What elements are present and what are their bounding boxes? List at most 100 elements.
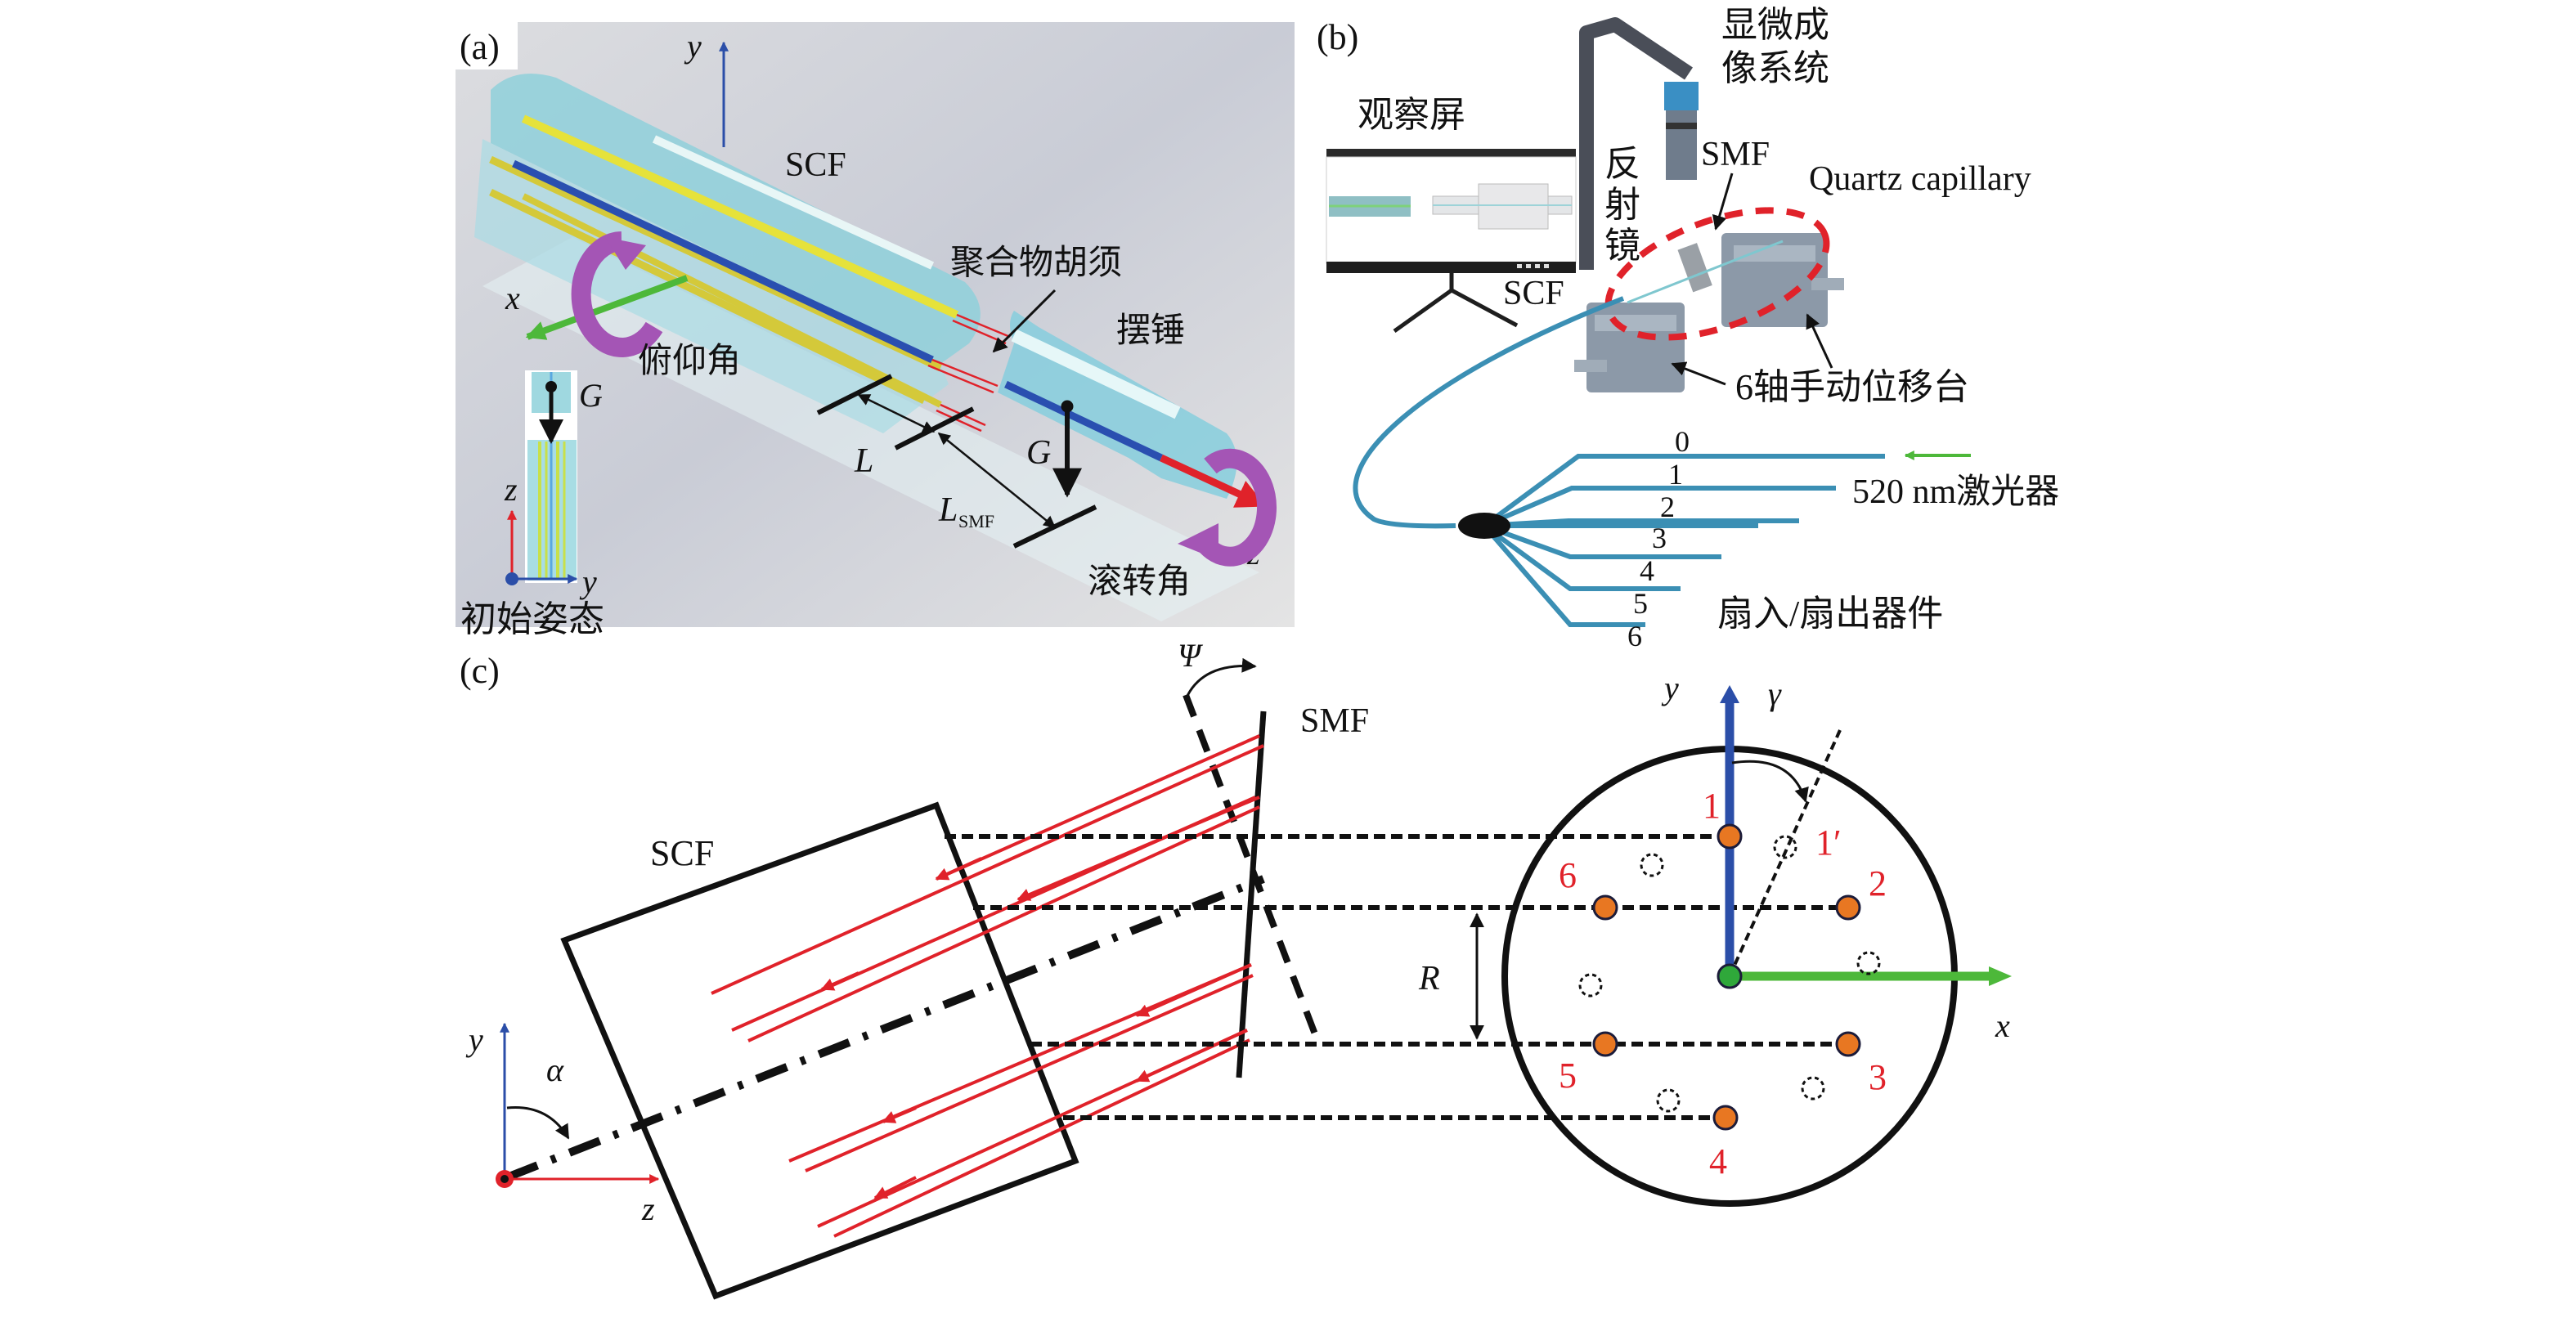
mirror-label-3: 镜 [1604, 226, 1640, 266]
gamma-angle-arrow [1731, 760, 1809, 803]
core-5 [1592, 1031, 1618, 1057]
cross-axis-y-label: y [1661, 670, 1679, 706]
stage-label: 6轴手动位移台 [1735, 367, 1969, 407]
microscope-label-1: 显微成 [1721, 5, 1829, 45]
cores [1592, 823, 1861, 1131]
stage-pointer-left [1671, 361, 1726, 386]
port-2: 2 [1660, 491, 1675, 523]
port-0: 0 [1675, 425, 1690, 458]
focus-region-ellipse [1604, 207, 1830, 341]
microscope-label-2: 像系统 [1721, 48, 1829, 88]
stage-left [1574, 303, 1685, 392]
left-origin-center [500, 1175, 509, 1183]
core-label-4: 4 [1709, 1141, 1727, 1181]
roll-label: 滚转角 [1088, 563, 1191, 601]
panel-a-label: (a) [460, 27, 500, 67]
rotated-axis [1728, 729, 1842, 977]
panel-b-label: (b) [1317, 17, 1358, 57]
psi-label: Ψ [1178, 637, 1204, 674]
scf-cores [489, 114, 959, 408]
port-5: 5 [1633, 587, 1648, 620]
rotated-core-label: 1′ [1815, 823, 1842, 863]
inset-axis-y-label: y [579, 563, 597, 600]
port-4: 4 [1640, 554, 1654, 587]
fiber-axis [505, 875, 1265, 1181]
screen-label: 观察屏 [1358, 95, 1465, 135]
core-2 [1835, 894, 1861, 921]
inset-axis-z-label: z [504, 471, 518, 508]
smf-length-label: L [938, 491, 958, 529]
rotated-cores [1578, 835, 1881, 1113]
mirror-label-2: 射 [1604, 185, 1640, 225]
roll-rotation-icon [1193, 448, 1277, 567]
pendulum [998, 311, 1267, 509]
smf-end-face [1236, 711, 1267, 1078]
pitch-arrowhead-icon [605, 237, 646, 270]
core-label-3: 3 [1869, 1057, 1887, 1097]
left-axis-z-label: z [641, 1190, 655, 1227]
port-6: 6 [1627, 620, 1642, 652]
initial-attitude-inset [505, 370, 578, 585]
smf-length-subscript: SMF [958, 511, 994, 531]
fanout-label: 扇入/扇出器件 [1717, 594, 1943, 634]
alpha-label: α [546, 1051, 564, 1088]
panel-b: (b) 观察屏 反 射 镜 显微成 像系统 SMF Quartz capil [1317, 5, 2059, 652]
cross-axis-x-label: x [1995, 1007, 2010, 1044]
alpha-angle-arrow [506, 1105, 570, 1140]
axis-x-label: x [505, 280, 520, 316]
light-beams-c [711, 734, 1264, 1238]
smf-rotated-reference [1183, 693, 1320, 1040]
microscope-stand [1579, 17, 1699, 270]
scf-end-face [560, 801, 1079, 1300]
fanout-device [1353, 296, 1885, 627]
pitch-rotation-icon [571, 231, 663, 357]
gap-length-label: L [854, 442, 873, 480]
gravity-label: G [1026, 434, 1051, 472]
core-6 [1592, 894, 1618, 921]
dimension-lines [816, 374, 1097, 549]
port-1: 1 [1668, 458, 1683, 491]
core-3 [1835, 1031, 1861, 1057]
cross-axis-x-arrowhead [1989, 966, 2012, 986]
cross-axis-y-arrowhead [1720, 685, 1739, 703]
axis-y-label: y [684, 28, 702, 65]
panel-c-label: (c) [460, 651, 500, 691]
pitch-label: 俯仰角 [638, 342, 741, 380]
scf-label-c: SCF [650, 833, 714, 873]
inset-gravity-label: G [579, 377, 603, 414]
radius-label: R [1418, 960, 1440, 997]
whisker-label: 聚合物胡须 [950, 244, 1122, 282]
stage-pointer-right [1806, 313, 1833, 369]
fanout-junction [1458, 513, 1510, 539]
whisker-pointer [992, 289, 1057, 353]
smf-label-c: SMF [1300, 702, 1369, 740]
smf-pointer [1712, 173, 1734, 231]
core-label-2: 2 [1869, 863, 1887, 903]
core-4 [1712, 1105, 1739, 1131]
panel-a: (a) [456, 22, 1295, 639]
left-axis-y-label: y [465, 1021, 483, 1058]
capillary-label: Quartz capillary [1809, 160, 2031, 198]
psi-angle-arrow [1184, 657, 1257, 700]
scf-label-b: SCF [1503, 275, 1564, 312]
gamma-label: γ [1768, 675, 1782, 712]
port-3: 3 [1652, 522, 1667, 554]
stage-right [1721, 233, 1844, 327]
panel-c: (c) SCF Ψ SMF [460, 637, 2012, 1300]
pendulum-label: 摆锤 [1116, 312, 1185, 350]
fiber-alignment [1627, 240, 1784, 304]
observation-monitor [1326, 149, 1577, 334]
smf-label-b: SMF [1701, 136, 1770, 173]
core-label-1: 1 [1703, 786, 1721, 826]
roll-arrowhead-icon [1178, 523, 1218, 560]
mirror-plate [1677, 243, 1712, 293]
scf-label-a: SCF [785, 146, 846, 184]
mirror-label-1: 反 [1604, 144, 1640, 184]
core-label-6: 6 [1559, 855, 1577, 895]
core-label-5: 5 [1559, 1056, 1577, 1096]
panel-a-label-notch [456, 22, 518, 69]
projection-lines [945, 834, 1848, 1120]
inset-title: 初始姿态 [460, 599, 604, 639]
center-core [1717, 963, 1743, 989]
